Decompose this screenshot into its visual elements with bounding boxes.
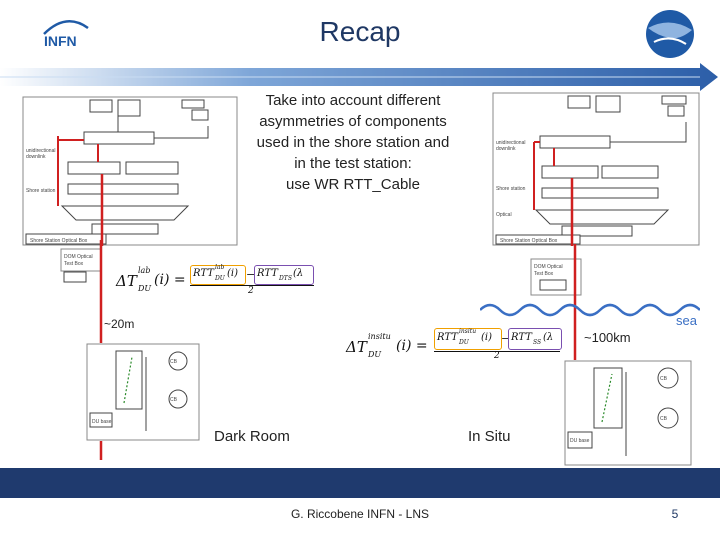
distance-long-label: ~100km: [584, 330, 631, 345]
rtt-dts-text: RTT: [257, 268, 278, 279]
svg-text:downlink: downlink: [26, 154, 46, 160]
svg-text:CB: CB: [660, 376, 668, 382]
shore-station-schematic-insitu: unidirectional downlink Shore station Op…: [492, 92, 700, 246]
svg-text:Shore station: Shore station: [496, 186, 526, 192]
svg-text:Optical: Optical: [496, 212, 512, 218]
eq-insitu-lhs: ΔT: [346, 338, 367, 356]
dom-optical-test-box-insitu: DOM Optical Test Box: [530, 258, 582, 298]
infn-logo: INFN: [43, 20, 89, 49]
eq-lab-minus: −: [246, 268, 256, 281]
intro-line: Take into account different: [265, 92, 441, 109]
rtt-ss-text: RTT: [511, 332, 532, 343]
rtt-ss-arg: (λ: [543, 332, 554, 343]
svg-text:Shore Station Optical Box: Shore Station Optical Box: [500, 238, 558, 244]
page-number: 5: [671, 507, 679, 521]
eq-lab-denominator: 2: [248, 286, 254, 296]
intro-line: used in the shore station and: [256, 134, 450, 151]
eq-insitu-minus: −: [501, 332, 511, 345]
sea-label: sea: [676, 313, 697, 328]
fraction-line-lab: [190, 285, 314, 286]
svg-text:Test Box: Test Box: [534, 271, 554, 277]
svg-text:Shore station: Shore station: [26, 188, 56, 194]
header-arrow-band: [0, 63, 718, 91]
svg-text:DOM Optical: DOM Optical: [64, 254, 93, 260]
intro-line: in the test station:: [294, 155, 412, 172]
svg-text:Shore Station Optical Box: Shore Station Optical Box: [30, 238, 88, 244]
eq-lab-sub: DU: [138, 284, 152, 293]
svg-text:DU base: DU base: [92, 419, 112, 425]
svg-text:CB: CB: [170, 359, 178, 365]
intro-text: Take into account different asymmetries …: [240, 90, 466, 195]
svg-text:unidirectional: unidirectional: [496, 140, 525, 146]
intro-line: use WR RTT_Cable: [286, 176, 420, 193]
rtt-ss-box: RTT SS (λ: [508, 328, 562, 350]
svg-text:DOM Optical: DOM Optical: [534, 264, 563, 270]
eq-insitu-sub: DU: [368, 350, 382, 359]
rtt-ss-sub: SS: [533, 339, 542, 346]
dark-room-label: Dark Room: [214, 428, 290, 445]
equation-insitu: ΔT insitu DU (i) = RTT insitu DU (i) − R…: [346, 326, 562, 362]
rtt-insitu-text: RTT: [437, 332, 458, 343]
in-situ-label: In Situ: [468, 428, 511, 445]
dark-room-du-schematic: CB CB DU base: [86, 343, 200, 441]
rtt-dts-sub: DTS: [279, 275, 292, 282]
rtt-lab-box: RTT lab DU (i): [190, 264, 246, 285]
rtt-insitu-sup: insitu: [459, 328, 477, 335]
eq-insitu-denominator: 2: [494, 351, 500, 361]
rtt-insitu-arg: (i): [481, 332, 493, 343]
distance-short-label: ~20m: [104, 317, 135, 331]
rtt-lab-sub: DU: [215, 275, 225, 282]
institution-logo: [646, 10, 694, 58]
equation-lab: ΔT lab DU (i) = RTT lab DU (i) − RTT DTS…: [116, 262, 316, 296]
rtt-insitu-box: RTT insitu DU (i): [434, 328, 502, 350]
rtt-dts-arg: (λ: [293, 268, 304, 279]
eq-lab-sup: lab: [138, 266, 151, 275]
infn-logo-text: INFN: [44, 33, 77, 49]
eq-insitu-arg: (i) =: [396, 338, 428, 354]
shore-station-schematic-lab: unidirectional downlink Shore station Sh…: [22, 96, 238, 246]
svg-text:downlink: downlink: [496, 146, 516, 152]
rtt-dts-box: RTT DTS (λ: [254, 265, 314, 285]
svg-text:DU base: DU base: [570, 438, 590, 444]
footer-bar: [0, 468, 720, 498]
eq-lab-lhs: ΔT: [116, 272, 137, 290]
dom-optical-test-box: DOM Optical Test Box: [60, 248, 102, 284]
in-situ-du-schematic: CB CB DU base: [564, 360, 692, 466]
rtt-lab-sup: lab: [215, 264, 225, 271]
svg-text:Test Box: Test Box: [64, 261, 84, 267]
sea-wave: [480, 303, 700, 317]
intro-line: asymmetries of components: [259, 113, 447, 130]
slide-title: Recap: [319, 16, 401, 47]
eq-lab-arg: (i) =: [154, 272, 186, 288]
rtt-insitu-sub: DU: [459, 339, 469, 346]
rtt-lab-text: RTT: [193, 268, 214, 279]
footer-author: G. Riccobene INFN - LNS: [290, 507, 430, 521]
svg-text:CB: CB: [660, 416, 668, 422]
rtt-lab-arg: (i): [227, 268, 239, 279]
svg-text:unidirectional: unidirectional: [26, 148, 55, 154]
fraction-line-insitu: [434, 351, 560, 352]
svg-text:CB: CB: [170, 397, 178, 403]
eq-insitu-sup: insitu: [368, 332, 391, 341]
